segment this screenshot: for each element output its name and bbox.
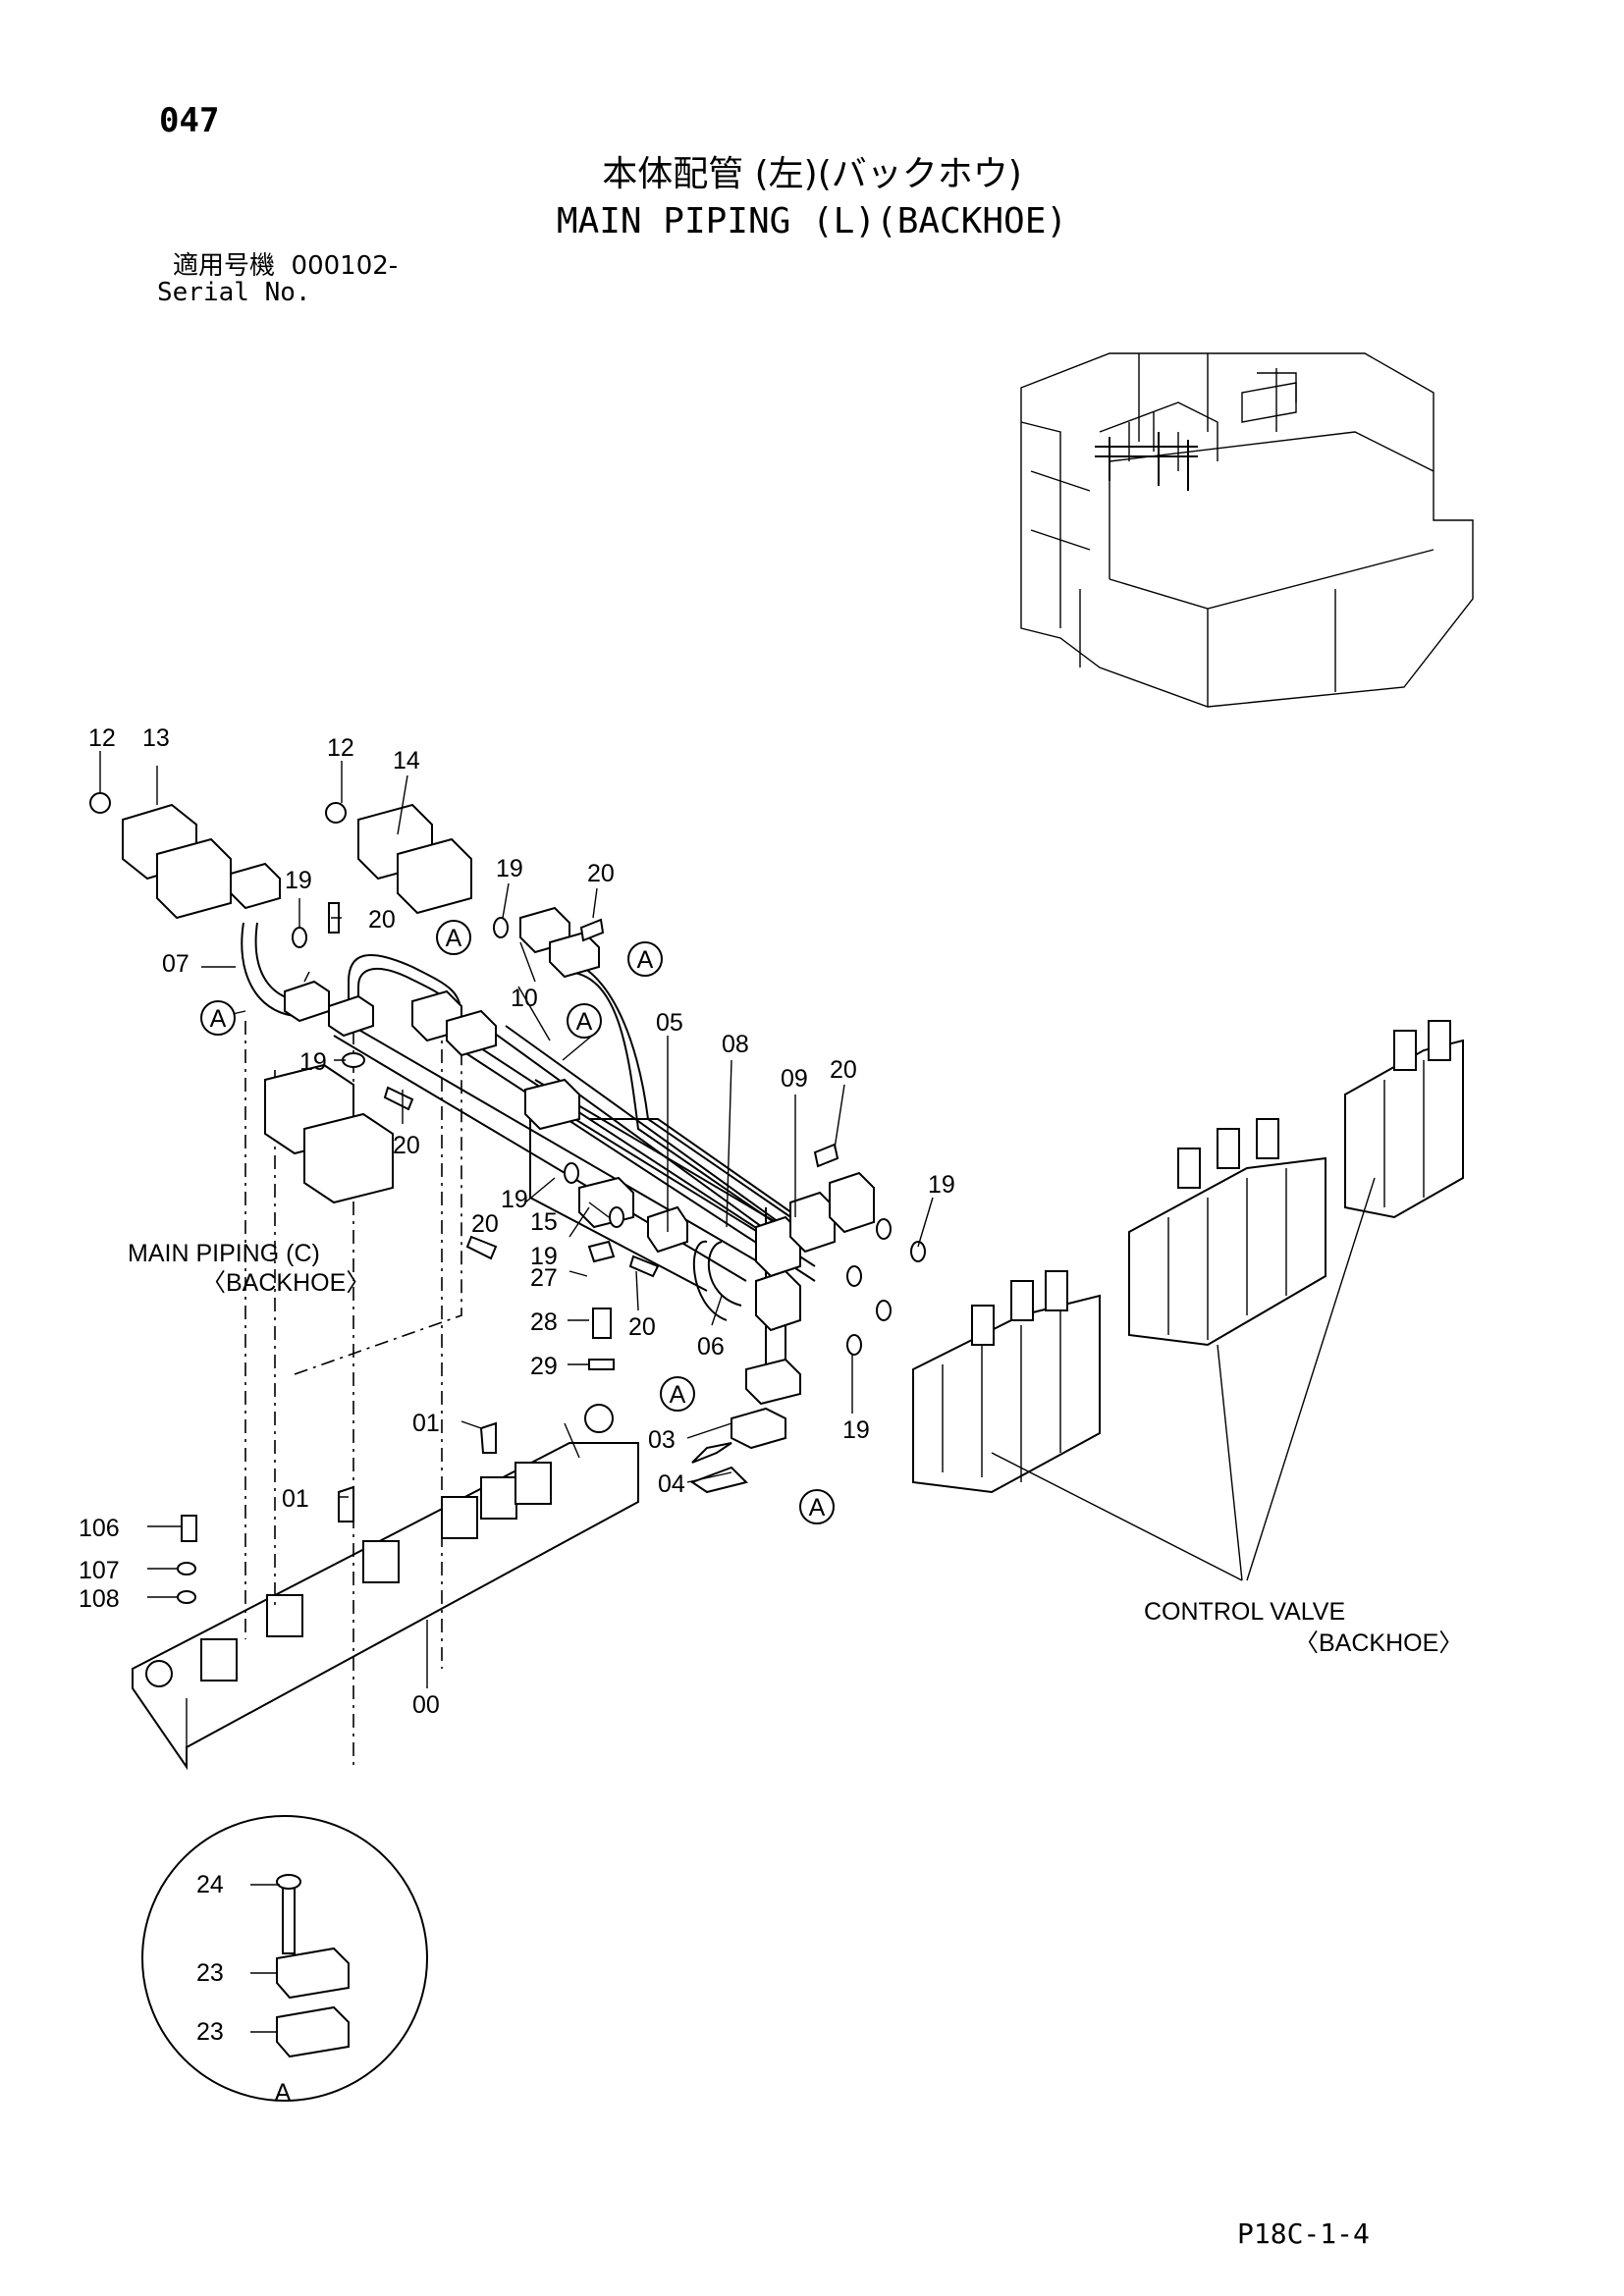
callout-06: 06	[697, 1333, 725, 1361]
page-title-english: MAIN PIPING (L)(BACKHOE)	[556, 201, 1068, 241]
callout-20-c: 20	[830, 1056, 857, 1084]
machine-locator-view	[1020, 352, 1474, 708]
section-markers: A A A A A A A	[200, 920, 835, 2107]
callout-05: 05	[656, 1009, 683, 1037]
section-marker-a-4	[567, 1003, 602, 1039]
main-piping-c-sublabel: 〈BACKHOE〉	[201, 1269, 370, 1297]
callout-15: 15	[530, 1208, 558, 1236]
callout-108: 108	[79, 1585, 120, 1613]
callout-28: 28	[530, 1308, 558, 1336]
callout-20-e: 20	[471, 1210, 499, 1238]
callout-23-bottom: 23	[196, 2018, 224, 2046]
callout-29: 29	[530, 1353, 558, 1380]
mounting-bracket	[132, 1404, 639, 1771]
section-marker-a-6-label: A	[809, 1494, 826, 1522]
section-marker-a-1-label: A	[210, 1005, 227, 1033]
callout-04: 04	[658, 1470, 685, 1498]
callout-08: 08	[722, 1031, 749, 1058]
footer-code: P18C-1-4	[1237, 2217, 1370, 2250]
callout-12-right: 12	[327, 734, 354, 762]
detail-view-label: A	[275, 2079, 292, 2107]
section-marker-a-3-label: A	[637, 946, 654, 974]
callout-19-g: 19	[842, 1416, 870, 1444]
section-marker-a-1	[200, 1000, 236, 1036]
callout-19-e: 19	[928, 1171, 955, 1199]
page-title-japanese: 本体配管 (左)(バックホウ)	[602, 154, 1022, 194]
serial-label-jp-text: 適用号機	[173, 251, 276, 281]
callout-19-c: 19	[299, 1048, 327, 1076]
serial-label-english: Serial No.	[157, 278, 311, 307]
section-marker-a-5-label: A	[670, 1381, 686, 1409]
detail-view-a	[141, 1815, 428, 2102]
section-marker-a-2	[436, 920, 471, 955]
callout-numbers: 12 13 12 14 19 20 19 20 07 10 05 08 09 2…	[79, 724, 955, 2046]
callout-106: 106	[79, 1515, 120, 1542]
callout-07: 07	[162, 950, 189, 978]
callout-23-top: 23	[196, 1959, 224, 1987]
page-number: 047	[159, 101, 220, 140]
main-piping-c-label: MAIN PIPING (C)	[128, 1240, 320, 1267]
callout-01-left: 01	[282, 1485, 309, 1513]
callout-03: 03	[648, 1426, 676, 1454]
callout-20-f: 20	[628, 1313, 656, 1341]
callout-20-b: 20	[587, 860, 615, 887]
section-marker-a-2-label: A	[446, 925, 462, 952]
section-marker-a-6	[799, 1489, 835, 1524]
reference-labels: MAIN PIPING (C) 〈BACKHOE〉 CONTROL VALVE …	[128, 1240, 1463, 1657]
callout-19-f: 19	[530, 1243, 558, 1270]
serial-label-japanese: 適用号機 000102-	[173, 253, 398, 279]
callout-19-b: 19	[496, 855, 523, 882]
callout-27: 27	[530, 1264, 558, 1292]
section-marker-a-5	[660, 1376, 695, 1412]
flange-blocks	[122, 803, 875, 1494]
section-marker-a-4-label: A	[576, 1008, 593, 1036]
callout-leaders	[99, 751, 1376, 2033]
callout-13: 13	[142, 724, 170, 752]
callout-19-a: 19	[285, 867, 312, 894]
serial-value: 000102-	[291, 251, 399, 281]
callout-01-right: 01	[412, 1410, 440, 1437]
control-valve-sublabel: 〈BACKHOE〉	[1294, 1629, 1463, 1657]
callout-20-d: 20	[393, 1132, 420, 1159]
control-valve-bodies	[912, 1020, 1464, 1494]
callout-12-left: 12	[88, 724, 116, 752]
callout-00: 00	[412, 1691, 440, 1719]
callout-20-a: 20	[368, 906, 396, 934]
callout-14: 14	[393, 747, 420, 774]
section-marker-a-3	[627, 941, 663, 977]
callout-107: 107	[79, 1557, 120, 1584]
callout-10: 10	[511, 985, 538, 1012]
callout-19-d: 19	[501, 1186, 528, 1213]
small-fittings	[89, 792, 926, 1604]
control-valve-label: CONTROL VALVE	[1144, 1598, 1345, 1626]
callout-24: 24	[196, 1871, 224, 1898]
callout-09: 09	[781, 1065, 808, 1093]
